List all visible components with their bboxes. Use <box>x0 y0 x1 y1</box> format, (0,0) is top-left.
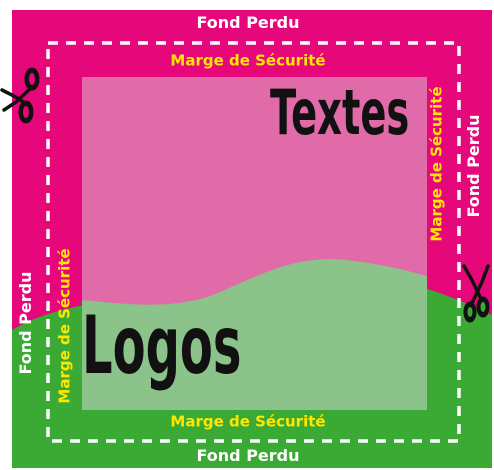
bleed-label-right: Fond Perdu <box>464 114 483 218</box>
cut-guide <box>46 41 461 443</box>
texts-heading: Textes <box>270 76 410 149</box>
safety-label-bottom: Marge de Sécurité <box>170 412 326 431</box>
bleed-label-top: Fond Perdu <box>196 13 300 32</box>
scissors-icon-left <box>0 67 40 124</box>
scissors-icon-right <box>462 264 490 323</box>
safety-label-right: Marge de Sécurité <box>427 86 446 242</box>
content-green-area <box>82 259 427 410</box>
bleed-label-left: Fond Perdu <box>16 271 35 375</box>
logos-heading: Logos <box>82 299 242 392</box>
bleed-label-bottom: Fond Perdu <box>196 446 300 465</box>
safety-label-top: Marge de Sécurité <box>170 51 326 70</box>
safety-label-left: Marge de Sécurité <box>55 248 74 404</box>
